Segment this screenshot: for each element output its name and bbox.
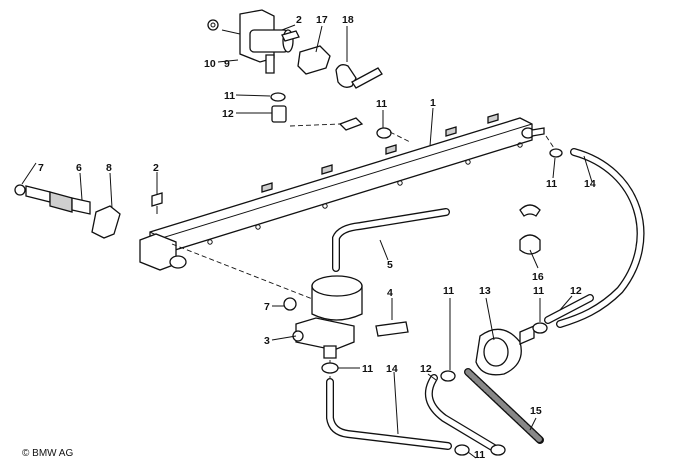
callout-5: 5 <box>387 259 393 271</box>
callout-10: 10 <box>204 58 216 70</box>
callout-7: 7 <box>264 301 270 313</box>
callout-12: 12 <box>570 285 582 297</box>
callout-1: 1 <box>430 97 436 109</box>
callout-labels: 1 2 17 18 10 9 11 12 11 7 6 8 2 11 14 16… <box>38 14 596 461</box>
lower-hose-assembly <box>326 294 594 456</box>
right-hose-assembly <box>519 148 645 328</box>
callout-13: 13 <box>479 285 491 297</box>
callout-2: 2 <box>296 14 302 26</box>
leader-lines <box>21 24 593 459</box>
callout-11: 11 <box>443 285 454 297</box>
callout-4: 4 <box>387 287 393 299</box>
callout-3: 3 <box>264 335 270 347</box>
callout-14: 14 <box>584 178 596 190</box>
callout-11: 11 <box>362 363 373 375</box>
callout-6: 6 <box>76 162 82 174</box>
callout-17: 17 <box>316 14 328 26</box>
callout-12: 12 <box>420 363 432 375</box>
callout-12: 12 <box>222 108 234 120</box>
callout-16: 16 <box>532 271 544 283</box>
callout-11: 11 <box>546 178 557 190</box>
callout-18: 18 <box>342 14 354 26</box>
callout-11: 11 <box>474 449 485 461</box>
pressure-regulator <box>283 208 450 374</box>
callout-11: 11 <box>224 90 235 102</box>
callout-11: 11 <box>533 285 544 297</box>
callout-15: 15 <box>530 405 542 417</box>
injector-assembly <box>14 184 163 239</box>
copyright-notice: © BMW AG <box>22 448 73 459</box>
callout-7: 7 <box>38 162 44 174</box>
callout-11: 11 <box>376 98 387 110</box>
callout-8: 8 <box>106 162 112 174</box>
callout-9: 9 <box>224 58 230 70</box>
fuel-rail <box>139 113 545 271</box>
top-valve-assembly <box>207 9 392 139</box>
callout-2: 2 <box>153 162 159 174</box>
callout-14: 14 <box>386 363 398 375</box>
